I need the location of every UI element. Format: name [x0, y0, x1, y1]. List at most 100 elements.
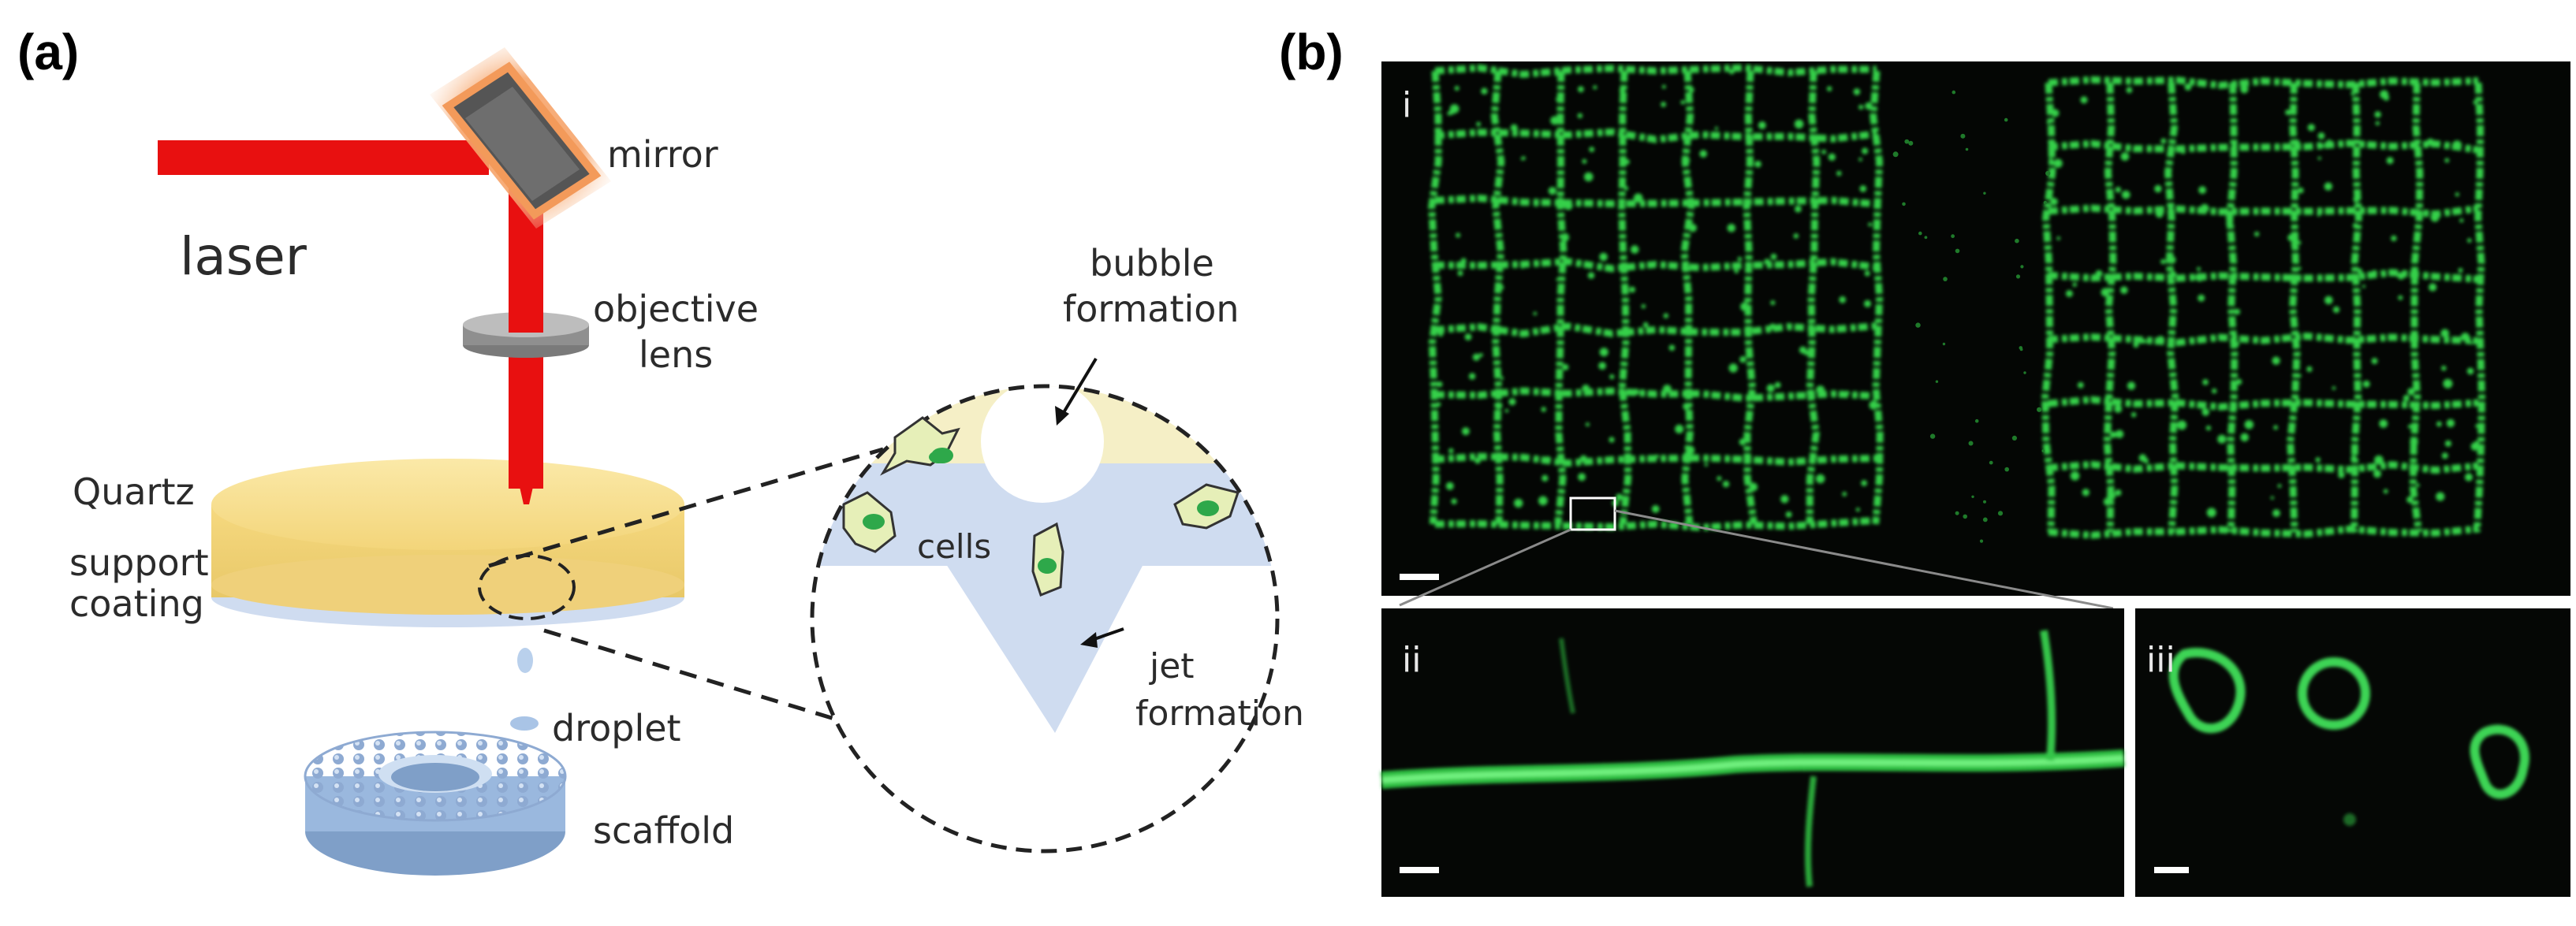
cell-speck: [1447, 111, 1452, 116]
cell-speck: [1739, 438, 1747, 446]
cell-speck: [2070, 470, 2080, 481]
cell-speck: [2321, 144, 2324, 148]
grid-line: [1434, 128, 1877, 143]
cell-speck: [2298, 187, 2304, 194]
cell-speck: [2053, 158, 2063, 168]
laser-label: laser: [180, 226, 308, 287]
background-speck: [1908, 140, 1914, 146]
cell-speck: [1655, 454, 1660, 459]
cell-speck: [1434, 255, 1438, 260]
cell-speck: [2324, 296, 2333, 305]
cell-speck: [2317, 156, 2321, 160]
cell-speck: [2103, 497, 2112, 506]
cell-speck: [2459, 218, 2464, 223]
cell-speck: [1585, 422, 1590, 427]
cell-speck: [2226, 221, 2231, 226]
cell-speck: [1858, 104, 1864, 110]
background-speck: [1942, 342, 1946, 346]
cell-speck: [1855, 508, 1860, 512]
cell-speck: [1816, 385, 1825, 395]
grid-line: [1434, 194, 1877, 208]
cell-speck: [2461, 333, 2470, 341]
cell-speck: [1495, 402, 1503, 410]
cell-speck: [1815, 474, 1825, 484]
cell-speck: [1582, 385, 1590, 392]
cell-speck: [2101, 288, 2110, 297]
cell-speck: [1717, 476, 1722, 482]
cell-speck: [1499, 284, 1504, 290]
grid-line: [2048, 204, 2479, 218]
cell-speck: [2154, 184, 2162, 193]
cell-speck: [2430, 213, 2440, 222]
cell-speck: [1839, 296, 1847, 303]
cell-speck: [1521, 156, 1526, 161]
cell-speck: [1599, 348, 1609, 357]
cell-speck: [2324, 182, 2332, 191]
cell-speck: [2205, 426, 2211, 431]
background-speck: [2004, 117, 2008, 122]
cell-speck: [1862, 147, 1869, 154]
cell-speck: [1436, 402, 1441, 407]
background-speck: [2043, 200, 2048, 205]
cell-speck: [2446, 418, 2455, 428]
background-speck: [1902, 202, 1906, 206]
cell-speck: [2155, 210, 2164, 218]
cell-speck: [1578, 473, 1586, 482]
cell-speck: [2115, 489, 2122, 496]
cell-speck: [2114, 404, 2123, 413]
cell-speck: [1661, 84, 1666, 89]
cell-speck: [2307, 124, 2315, 132]
grid-line: [1618, 70, 1632, 525]
cell-speck: [2416, 483, 2420, 488]
cell-speck: [1437, 381, 1443, 388]
sub-ii-label: ii: [1402, 640, 1421, 680]
cell-speck: [1680, 100, 1685, 105]
cell-speck: [2115, 430, 2124, 439]
cell-speck: [1861, 480, 1868, 486]
cell-speck: [1630, 245, 1639, 254]
support-label-line2: coating: [69, 582, 204, 625]
cell-speck: [2453, 210, 2459, 215]
cell-speck: [2120, 152, 2130, 162]
cell-speck: [1688, 87, 1694, 93]
cell-speck: [1619, 87, 1626, 94]
cell-speck: [2160, 258, 2166, 265]
cell-speck: [1541, 407, 1546, 412]
cell-speck: [2056, 236, 2060, 240]
grid-line: [1806, 70, 1821, 525]
cell-speck: [2469, 341, 2473, 345]
cell-speck: [1714, 126, 1718, 130]
cell-speck: [1864, 270, 1870, 277]
background-speck: [2019, 348, 2023, 351]
fiber-strand: [1381, 630, 2125, 887]
cell-speck: [1799, 346, 1807, 354]
background-speck: [1974, 418, 1979, 423]
cell-speck: [1510, 124, 1518, 132]
cell-speck: [2317, 132, 2325, 139]
cell-speck: [1668, 344, 1676, 351]
cell-grid-right: [2041, 76, 2486, 539]
cell-speck: [1582, 158, 1587, 164]
cell-speck: [2206, 508, 2216, 518]
sub-i-label: i: [1402, 85, 1411, 125]
cell-speck: [1865, 102, 1873, 110]
cell-speck: [1609, 374, 1615, 380]
cell-speck: [1472, 353, 1480, 361]
cell-speck: [1685, 158, 1691, 163]
jet-label-line2: formation: [1135, 694, 1304, 734]
cell-speck: [2126, 87, 2133, 94]
mirror-label: mirror: [607, 133, 718, 176]
cell-speck: [1836, 170, 1842, 177]
grid-line: [2048, 460, 2479, 474]
cell-speck: [2177, 420, 2187, 430]
cell-speck: [2156, 336, 2165, 344]
cell-speck: [2272, 509, 2280, 517]
cell-speck: [2184, 84, 2192, 91]
cell-speck: [2362, 284, 2365, 288]
cell-speck: [2065, 290, 2073, 297]
cells-label: cells: [917, 527, 991, 566]
cell-speck: [1520, 265, 1524, 269]
background-speck: [2015, 274, 2021, 279]
cell-speck: [2315, 457, 2321, 463]
cell-speck: [1560, 232, 1570, 242]
